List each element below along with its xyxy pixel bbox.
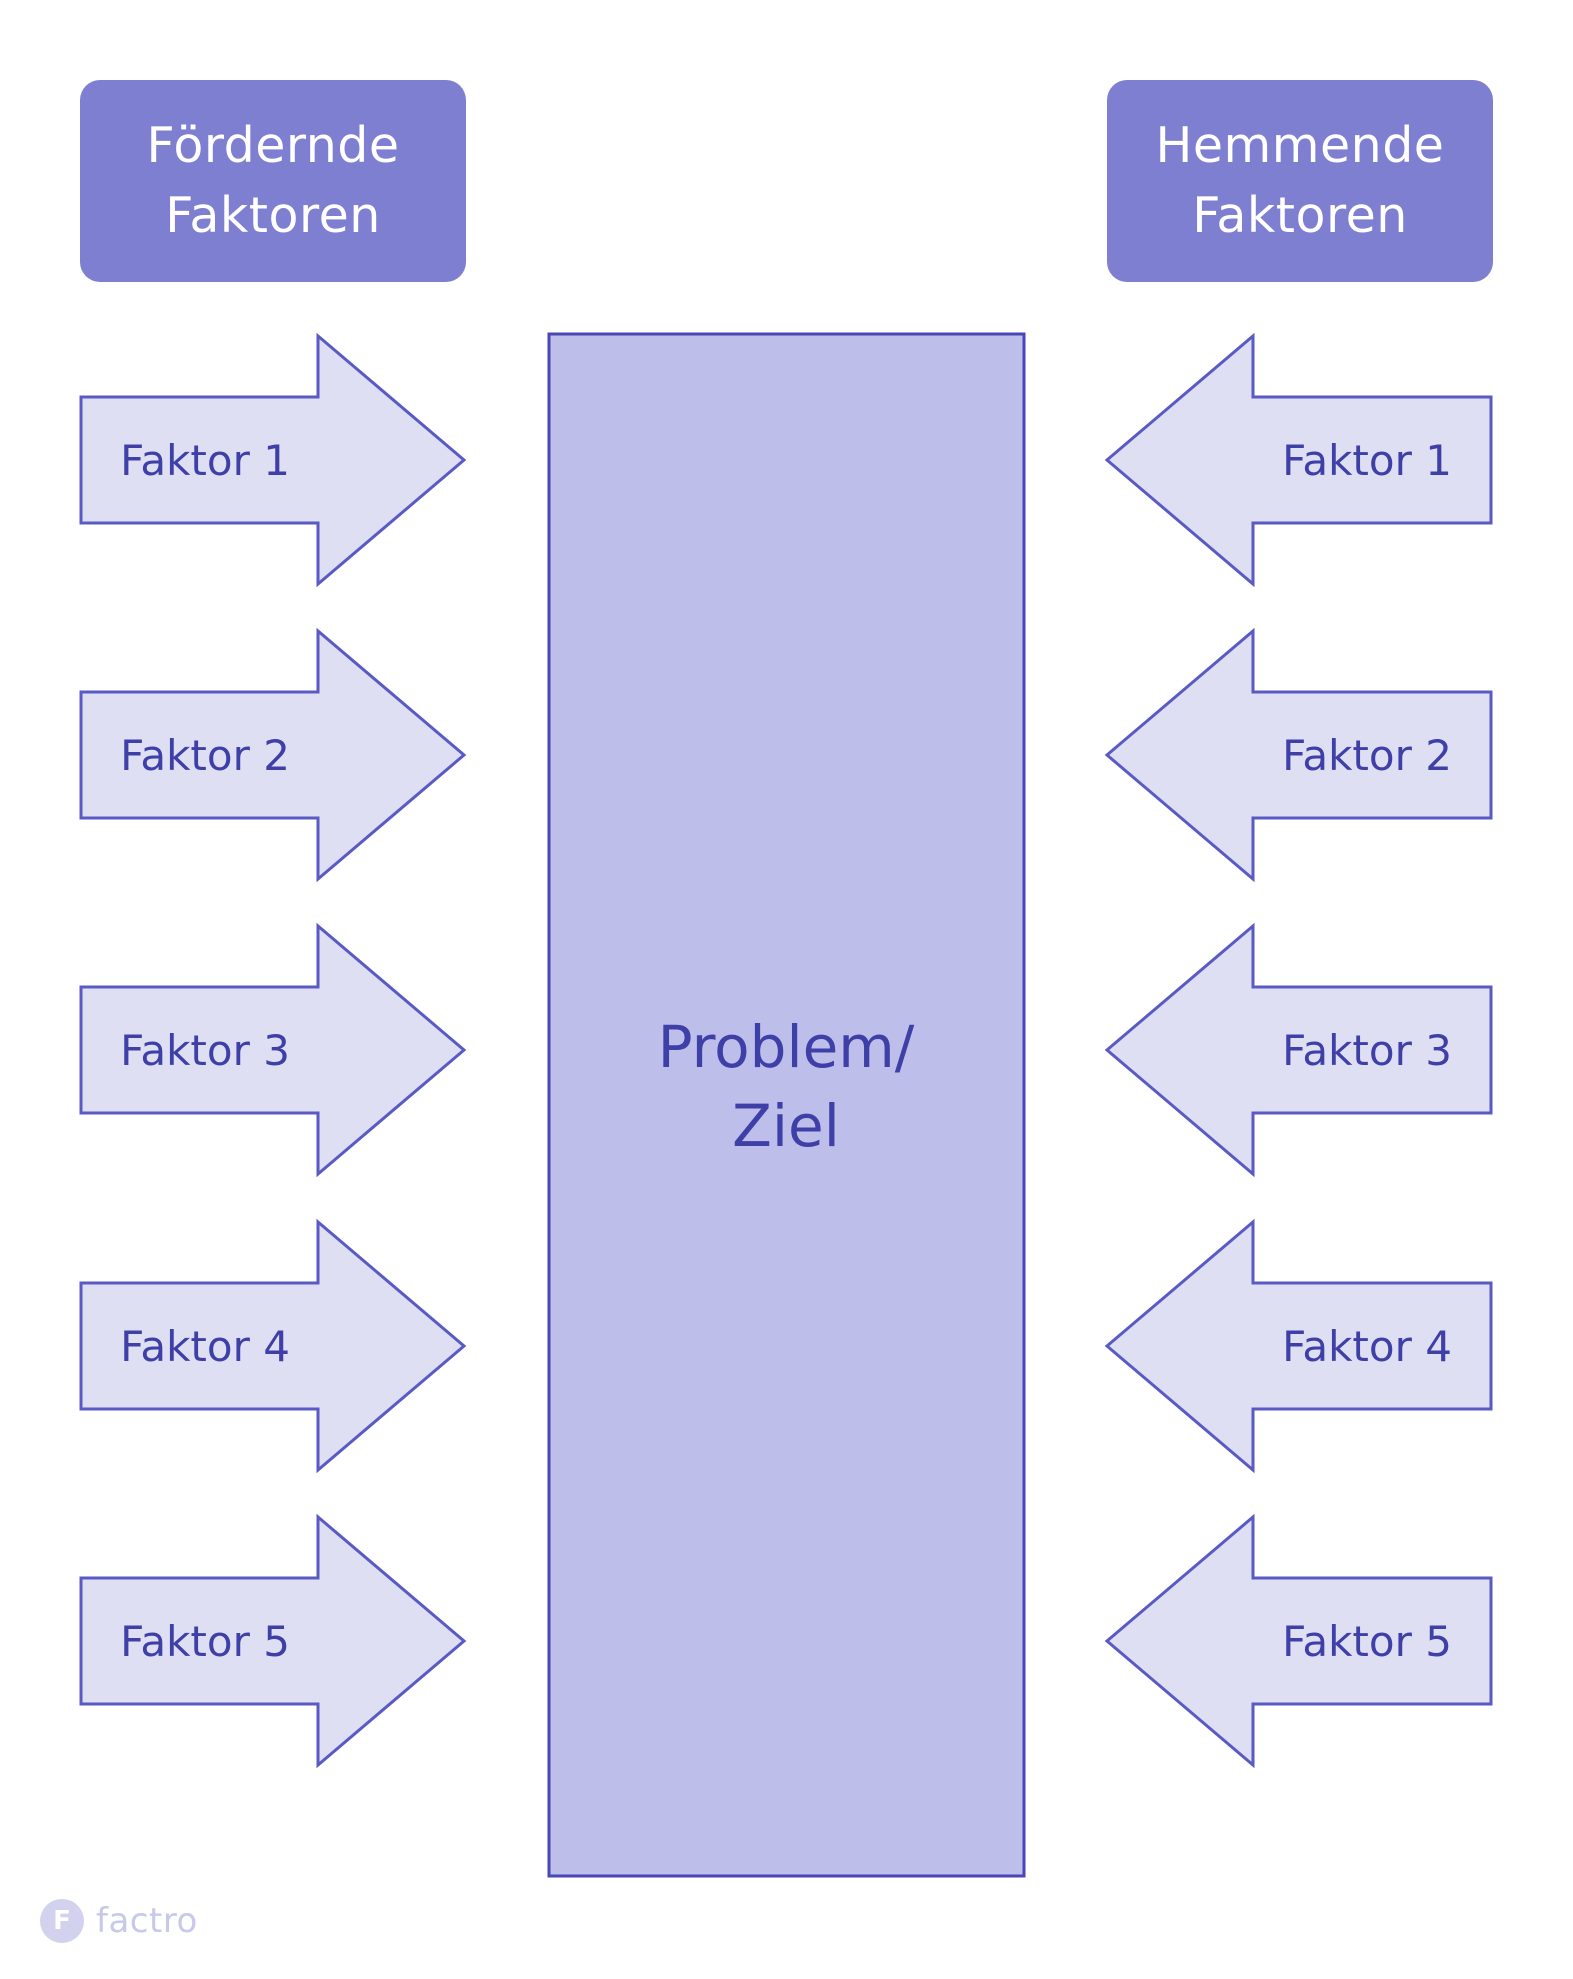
inhibiting-factor-arrow-1 bbox=[1104, 332, 1493, 588]
arrows-layer: Faktor 1 Faktor 2 Faktor 3 Faktor 4 Faktor 5… bbox=[79, 332, 1493, 1769]
inhibiting-factors-header-line2: Faktoren bbox=[1192, 187, 1408, 244]
factro-logo-mark: F bbox=[40, 1899, 84, 1943]
promoting-factor-label-5: Faktor 5 bbox=[120, 1617, 290, 1666]
inhibiting-factor-arrow-4 bbox=[1104, 1218, 1493, 1474]
promoting-factors-header-line1: Fördernde bbox=[146, 117, 400, 174]
promoting-factor-arrow-5 bbox=[79, 1513, 467, 1769]
inhibiting-factor-label-3: Faktor 3 bbox=[1282, 1026, 1452, 1075]
promoting-factor-arrow-2 bbox=[79, 627, 467, 883]
inhibiting-factors-header-line1: Hemmende bbox=[1155, 117, 1445, 174]
promoting-factors-header-line2: Faktoren bbox=[165, 187, 381, 244]
inhibiting-factor-arrow-3 bbox=[1104, 922, 1493, 1178]
factro-logo-text: factro bbox=[96, 1901, 198, 1941]
inhibiting-factor-arrow-2 bbox=[1104, 627, 1493, 883]
promoting-factor-label-3: Faktor 3 bbox=[120, 1026, 290, 1075]
promoting-factor-arrow-3 bbox=[79, 922, 467, 1178]
problem-goal-label-line1: Problem/ bbox=[658, 1013, 915, 1081]
problem-goal-box bbox=[547, 332, 1026, 1878]
inhibiting-factor-label-5: Faktor 5 bbox=[1282, 1617, 1452, 1666]
factro-logo: F factro bbox=[40, 1896, 198, 1946]
promoting-factor-label-4: Faktor 4 bbox=[120, 1322, 290, 1371]
promoting-factor-label-1: Faktor 1 bbox=[120, 436, 290, 485]
inhibiting-factor-label-2: Faktor 2 bbox=[1282, 731, 1452, 780]
promoting-factor-arrow-1 bbox=[79, 332, 467, 588]
problem-goal-label-line2: Ziel bbox=[732, 1092, 840, 1160]
promoting-factor-arrow-4 bbox=[79, 1218, 467, 1474]
inhibiting-factor-arrow-5 bbox=[1104, 1513, 1493, 1769]
inhibiting-factor-label-4: Faktor 4 bbox=[1282, 1322, 1452, 1371]
inhibiting-factor-label-1: Faktor 1 bbox=[1282, 436, 1452, 485]
promoting-factor-label-2: Faktor 2 bbox=[120, 731, 290, 780]
inhibiting-factors-header: Hemmende Faktoren bbox=[1107, 80, 1493, 282]
promoting-factors-header: Fördernde Faktoren bbox=[80, 80, 466, 282]
